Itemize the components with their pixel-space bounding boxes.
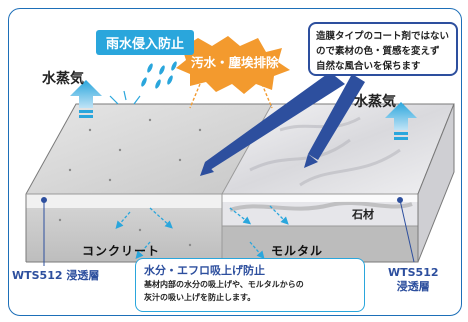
note-line: ので素材の色・質感を変えず (316, 46, 440, 57)
dirt-dashed-arrows (189, 83, 273, 109)
concrete-aggregate (58, 118, 202, 252)
coating-note-box: 造膜タイプのコート剤ではない ので素材の色・質感を変えず 自然な風合いを保ちます (308, 22, 458, 76)
penetration-layer-stone (222, 194, 418, 202)
note-line: 自然な風合いを保ちます (316, 61, 421, 72)
vapor-label-left: 水蒸気 (42, 71, 84, 87)
dirt-removal-label: 汚水・塵埃排除 (191, 55, 279, 70)
rain-drops-icon (141, 61, 177, 89)
concrete-front-face (26, 194, 222, 262)
absorption-callout-box: 水分・エフロ吸上げ防止 基材内部の水分の吸上げや、モルタルからの 灰汁の吸い上げ… (135, 258, 365, 312)
mortar-label: モルタル (271, 244, 324, 258)
callout-body: 基材内部の水分の吸上げや、モルタルからの 灰汁の吸い上げを防止します。 (144, 278, 356, 304)
absorption-dashed-arrows (115, 205, 289, 259)
dirt-burst-shape (176, 36, 290, 94)
penetration-layer-label-right: WTS512 浸透層 (388, 266, 439, 294)
vapor-label-right: 水蒸気 (354, 94, 396, 110)
callout-title: 水分・エフロ吸上げ防止 (144, 264, 265, 277)
vapor-arrow-left (70, 80, 102, 118)
stone-texture (229, 200, 413, 212)
stone-label: 石材 (352, 208, 374, 221)
rain-splash-arrows (109, 90, 141, 105)
note-line: 造膜タイプのコート剤ではない (316, 31, 450, 42)
mortar-front-face (222, 226, 418, 262)
layer-right-line: 浸透層 (396, 280, 430, 293)
concrete-label: コンクリート (82, 244, 161, 258)
rain-prevention-banner: 雨水侵入防止 (96, 30, 195, 55)
marble-veins (249, 116, 401, 187)
vapor-arrow-right (385, 102, 417, 140)
note-pointer-arrows (200, 72, 365, 176)
penetration-layer-concrete (26, 194, 222, 208)
layer-leader-lines (41, 197, 415, 266)
callout-line: 灰汁の吸い上げを防止します。 (144, 293, 256, 302)
callout-line: 基材内部の水分の吸上げや、モルタルからの (144, 280, 304, 289)
block-right-side (417, 103, 455, 263)
layer-right-line: WTS512 (388, 266, 439, 279)
penetration-layer-label-left: WTS512 浸透層 (12, 269, 100, 282)
